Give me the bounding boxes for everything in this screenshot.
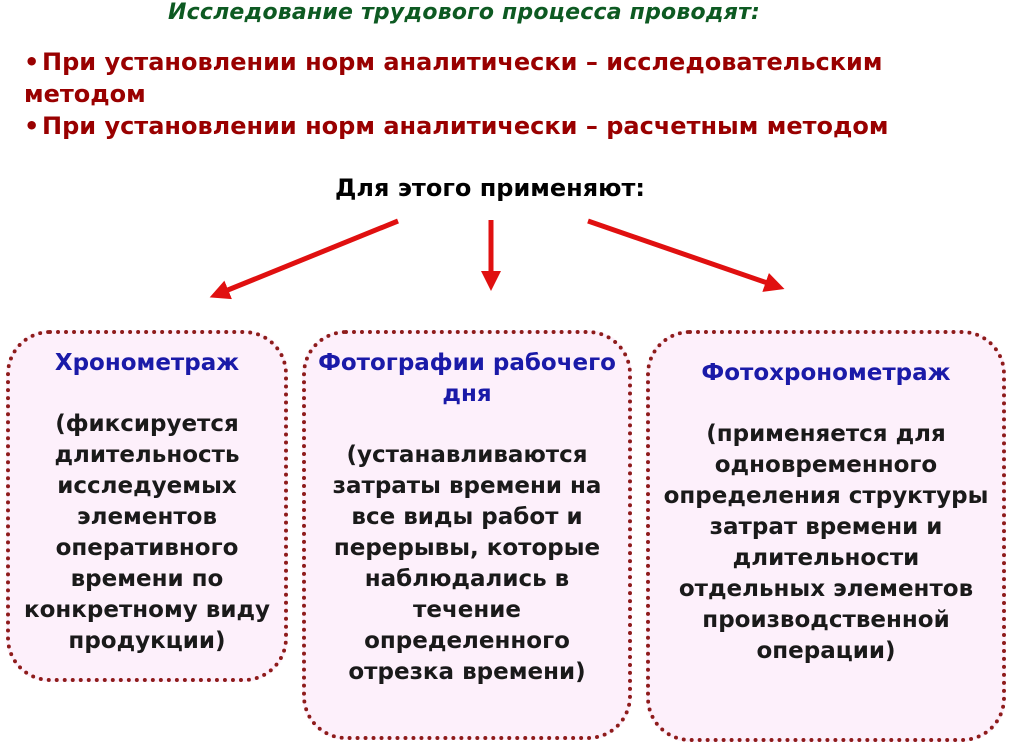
- box-chronometry: Хронометраж (фиксируется длительность ис…: [6, 330, 288, 682]
- box-desc-chronometry: (фиксируется длительность исследуемых эл…: [23, 411, 271, 654]
- bullet-item-1: •При установлении норм аналитически – ис…: [24, 46, 994, 110]
- bullet-text-2: При установлении норм аналитически – рас…: [42, 112, 889, 140]
- box-desc-photochronometry: (применяется для одновременного определе…: [663, 421, 989, 664]
- bullet-list: •При установлении норм аналитически – ис…: [24, 46, 994, 142]
- box-photochronometry: Фотохронометраж (применяется для одновре…: [646, 330, 1006, 742]
- box-title-workday-photo: Фотографии рабочего дня: [318, 350, 616, 407]
- arrow-left-icon: [209, 218, 399, 300]
- box-desc-workday-photo: (устанавливаются затраты времени на все …: [332, 442, 602, 685]
- bullet-item-2: •При установлении норм аналитически – ра…: [24, 110, 994, 142]
- box-workday-photo: Фотографии рабочего дня (устанавливаются…: [302, 330, 632, 740]
- box-title-chronometry: Хронометраж: [54, 350, 240, 376]
- box-title-photochronometry: Фотохронометраж: [701, 360, 951, 386]
- apply-label: Для этого применяют:: [334, 174, 646, 202]
- bullet-text-1: При установлении норм аналитически – исс…: [24, 48, 883, 108]
- page-heading: Исследование трудового процесса проводят…: [168, 0, 761, 25]
- bullet-dot-icon: •: [24, 112, 40, 140]
- arrow-right-icon: [587, 218, 785, 292]
- bullet-dot-icon: •: [24, 48, 40, 76]
